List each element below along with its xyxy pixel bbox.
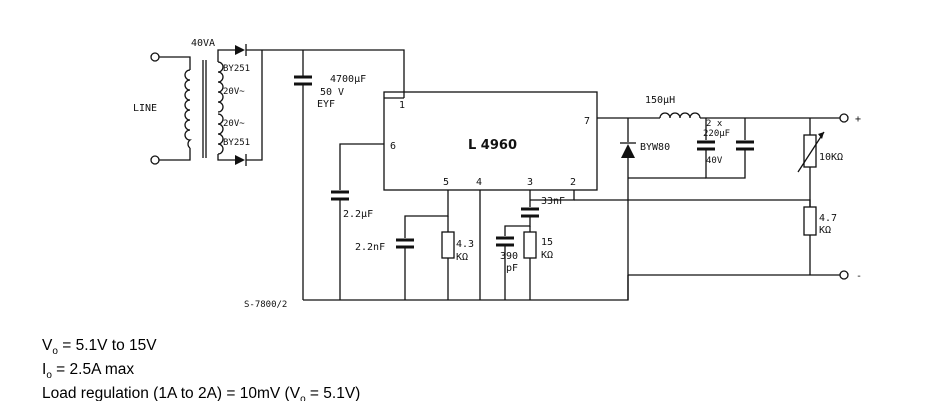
spec-io: Io = 2.5A max bbox=[42, 361, 135, 382]
dc-bus-top bbox=[246, 49, 405, 98]
drawing-ref: S-7800/2 bbox=[244, 300, 287, 310]
res-comp bbox=[441, 231, 455, 259]
ic-pin-3: 3 bbox=[527, 177, 533, 188]
secondary-lead-top bbox=[217, 49, 235, 62]
pot-10k bbox=[803, 134, 817, 168]
winding-bottom-label: 20V~ bbox=[223, 119, 245, 129]
cap-osc-unit: pF bbox=[506, 263, 518, 274]
secondary-coil-bottom bbox=[217, 113, 224, 155]
res-lower-value: 4.7 bbox=[819, 213, 837, 224]
diode-top-label: BY251 bbox=[223, 64, 250, 74]
winding-top-label: 20V~ bbox=[223, 87, 245, 97]
ic-pin-5: 5 bbox=[443, 177, 449, 188]
dc-bus-join bbox=[246, 50, 263, 161]
terminal-plus-label: + bbox=[855, 114, 861, 125]
ic-pin-4: 4 bbox=[476, 177, 482, 188]
cap-out-value: 220µF bbox=[703, 129, 730, 139]
inductor-label: 150µH bbox=[645, 95, 675, 106]
line-terminal-bottom bbox=[150, 155, 160, 165]
cap-boot-label: 33nF bbox=[541, 196, 565, 207]
feedback-wire bbox=[574, 199, 811, 207]
ic-pin-2: 2 bbox=[570, 177, 576, 188]
ic-l4960-body bbox=[383, 91, 598, 191]
res-osc-value: 15 bbox=[541, 237, 553, 248]
cap-input-voltage: 50 V bbox=[320, 87, 344, 98]
transformer-rating: 40VA bbox=[191, 38, 215, 49]
res-comp-unit: KΩ bbox=[456, 252, 468, 263]
cap-out-voltage: 40V bbox=[706, 156, 723, 166]
cap-input-type: EYF bbox=[317, 99, 335, 110]
line-label: LINE bbox=[133, 103, 157, 114]
pin5-wire bbox=[404, 190, 449, 238]
diode-bottom-label: BY251 bbox=[223, 138, 250, 148]
diode-free-symbol bbox=[621, 144, 635, 158]
res-osc-unit: KΩ bbox=[541, 250, 553, 261]
res-lower bbox=[803, 206, 817, 236]
ground-rail bbox=[303, 275, 629, 301]
secondary-lead-bottom bbox=[217, 154, 235, 161]
ic-name: L 4960 bbox=[468, 138, 517, 153]
terminal-plus bbox=[839, 113, 849, 123]
terminal-minus-label: - bbox=[856, 271, 862, 282]
cap-input-value: 4700µF bbox=[330, 74, 366, 85]
ic-pin-6: 6 bbox=[390, 141, 396, 152]
spec-vo: Vo = 5.1V to 15V bbox=[42, 337, 157, 358]
cap-softstart-label: 2.2µF bbox=[343, 209, 373, 220]
specs-block: Vo = 5.1V to 15V Io = 2.5A max Load regu… bbox=[42, 337, 360, 401]
res-comp-value: 4.3 bbox=[456, 239, 474, 250]
transformer-primary-coil bbox=[184, 69, 192, 149]
cap-osc-value: 390 bbox=[500, 251, 518, 262]
terminal-minus bbox=[839, 270, 849, 280]
inductor-coil bbox=[659, 112, 701, 119]
secondary-coil-top bbox=[217, 61, 224, 113]
diode-free-label: BYW80 bbox=[640, 142, 670, 153]
diode-top-symbol bbox=[235, 45, 245, 55]
line-terminal-top bbox=[150, 52, 160, 62]
ic-pin-1: 1 bbox=[399, 100, 405, 111]
ic-pin-7: 7 bbox=[584, 116, 590, 127]
primary-lead-top bbox=[159, 56, 191, 70]
res-lower-unit: KΩ bbox=[819, 225, 831, 236]
cap-out-count: 2 x bbox=[706, 119, 723, 129]
pot-label: 10KΩ bbox=[819, 152, 843, 163]
primary-lead-bottom bbox=[159, 148, 191, 161]
pin6-wire bbox=[339, 143, 384, 190]
res-osc bbox=[523, 231, 537, 259]
diode-bottom-symbol bbox=[235, 155, 245, 165]
spec-load-regulation: Load regulation (1A to 2A) = 10mV (Vo = … bbox=[42, 385, 361, 401]
cap-comp-label: 2.2nF bbox=[355, 242, 385, 253]
